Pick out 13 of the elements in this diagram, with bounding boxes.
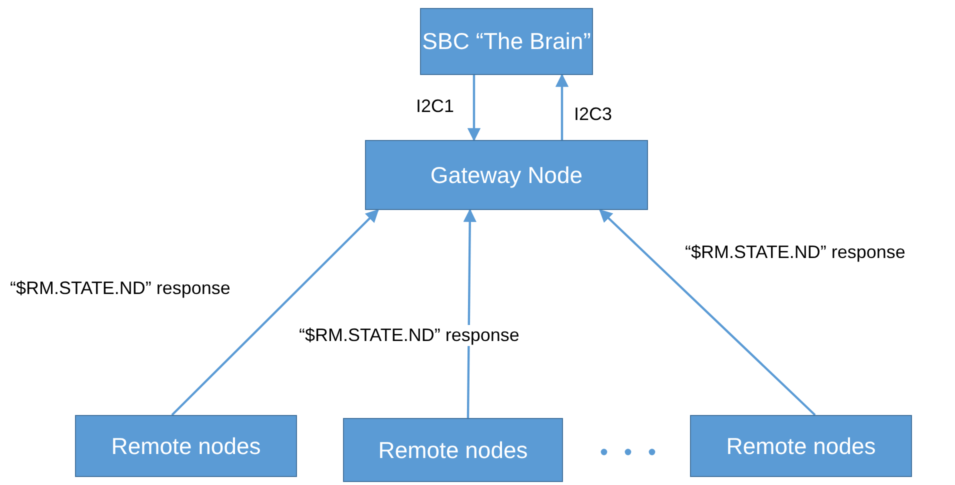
arrow bbox=[463, 208, 476, 418]
edge-label: “$RM.STATE.ND” response bbox=[8, 278, 232, 299]
node-box: SBC “The Brain” bbox=[420, 8, 593, 75]
edge-label: “$RM.STATE.ND” response bbox=[683, 242, 908, 263]
edge-label: “$RM.STATE.ND” response bbox=[297, 325, 522, 346]
node-box: Remote nodes bbox=[690, 415, 912, 477]
arrow bbox=[555, 74, 569, 140]
node-box: Remote nodes bbox=[343, 418, 563, 482]
arrow bbox=[171, 209, 379, 416]
arrow bbox=[467, 75, 481, 142]
node-box: Remote nodes bbox=[75, 415, 297, 477]
node-box: Gateway Node bbox=[365, 140, 648, 210]
arrow bbox=[599, 209, 816, 416]
